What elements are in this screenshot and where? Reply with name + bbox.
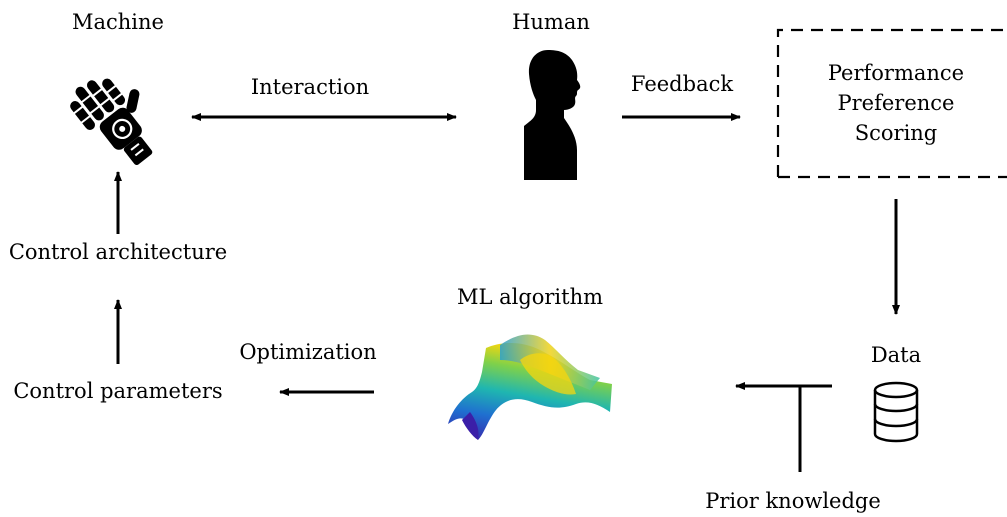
human-silhouette-icon xyxy=(524,50,581,180)
surface-plot-icon xyxy=(448,334,612,440)
database-icon xyxy=(873,381,919,443)
robot-hand-icon xyxy=(70,78,153,166)
evaluation-line-scoring: Scoring xyxy=(855,121,938,145)
feedback-label: Feedback xyxy=(631,72,733,96)
interaction-label: Interaction xyxy=(251,75,369,99)
machine-label: Machine xyxy=(72,10,164,34)
control-architecture-label: Control architecture xyxy=(9,240,227,264)
human-label: Human xyxy=(512,10,590,34)
evaluation-box xyxy=(776,28,1007,179)
control-parameters-label: Control parameters xyxy=(13,379,222,403)
prior-knowledge-label: Prior knowledge xyxy=(705,489,881,513)
evaluation-line-preference: Preference xyxy=(838,91,955,115)
optimization-label: Optimization xyxy=(239,340,376,364)
ml-algorithm-label: ML algorithm xyxy=(457,285,603,309)
evaluation-line-performance: Performance xyxy=(828,61,964,85)
data-label: Data xyxy=(871,343,921,367)
